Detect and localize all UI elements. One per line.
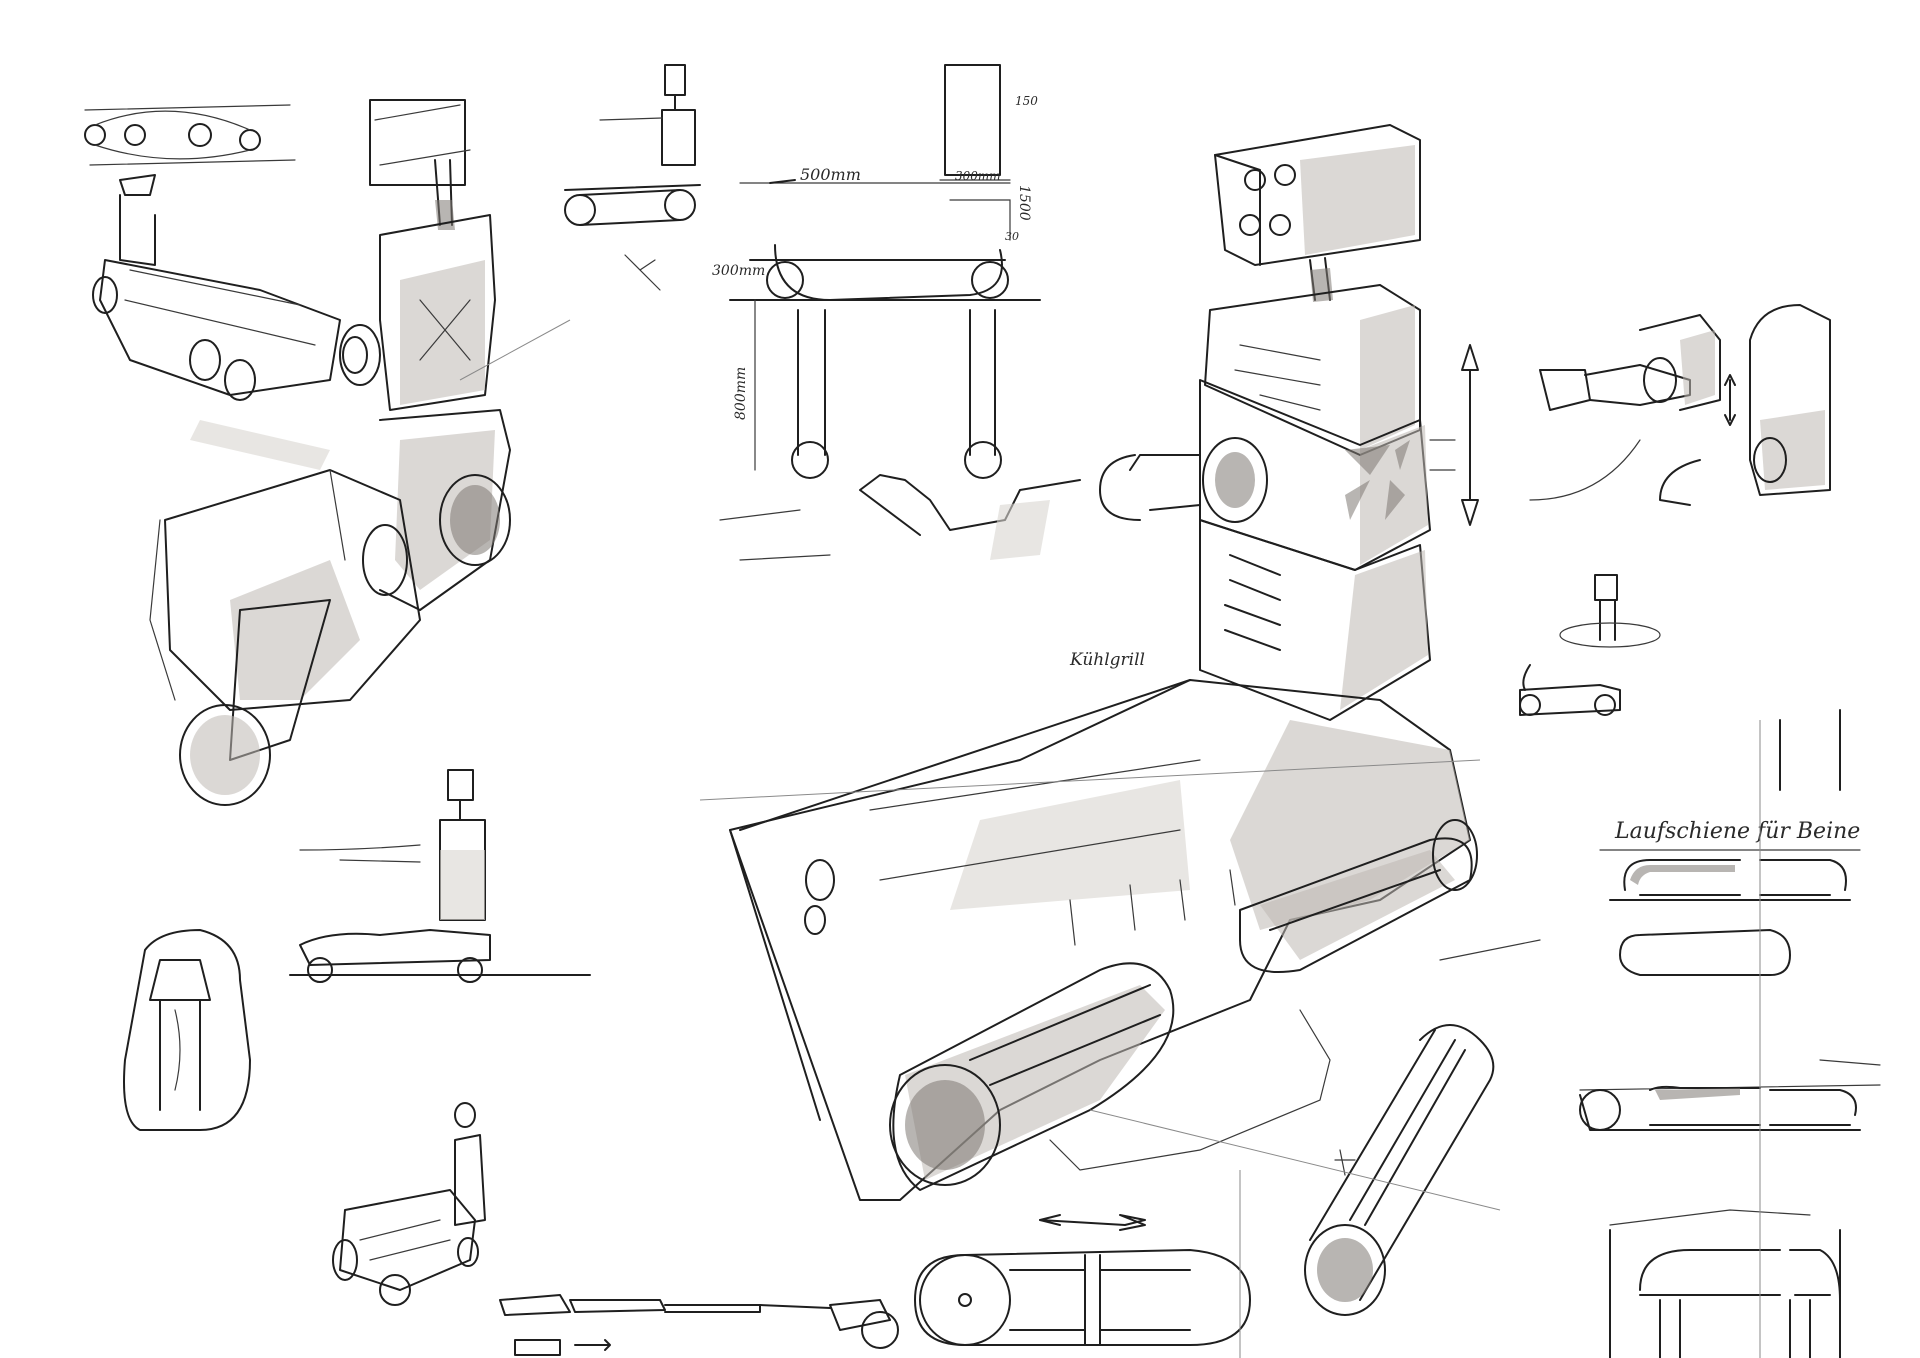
dim-800mm: 800mm xyxy=(733,367,749,420)
dim-300mm-left: 300mm xyxy=(712,263,765,279)
sketch-side-profile-mid xyxy=(289,769,591,983)
rail-study-2 xyxy=(1579,1059,1881,1131)
sketch-arm-detail xyxy=(1529,304,1831,506)
dim-1500: 1500 xyxy=(1016,185,1032,221)
sketch-top-view-small xyxy=(123,929,251,1131)
sketch-side-view-small xyxy=(564,64,701,291)
rail-study-1: Laufschiene für Beine xyxy=(1599,709,1861,976)
sketch-telescoping-arm xyxy=(499,1294,899,1356)
sketch-diagonal-leg xyxy=(1304,1024,1495,1316)
label-laufschiene: Laufschiene für Beine xyxy=(1614,819,1860,844)
label-kuehlgrill: Kühlgrill xyxy=(1069,650,1145,670)
sketch-topleft-small-cart xyxy=(84,104,368,470)
dim-30: 30 xyxy=(1005,230,1019,243)
dim-300mm-top: 300mm xyxy=(955,169,1001,183)
dimension-drawing: 500mm 300mm 150 1500 30 300mm 800mm xyxy=(712,64,1041,479)
sketch-robot-perspective-left xyxy=(149,99,511,806)
sketch-rotation-study xyxy=(1519,574,1661,716)
dim-500mm: 500mm xyxy=(800,165,861,184)
sketch-robot-main: Kühlgrill xyxy=(719,124,1541,1201)
sketch-robot-small-perspective-bottom xyxy=(332,1102,486,1306)
construction-lines xyxy=(459,319,1761,1358)
sketch-track-pill xyxy=(914,1214,1251,1346)
dim-150: 150 xyxy=(1015,94,1038,108)
rail-study-3 xyxy=(1609,1209,1841,1358)
